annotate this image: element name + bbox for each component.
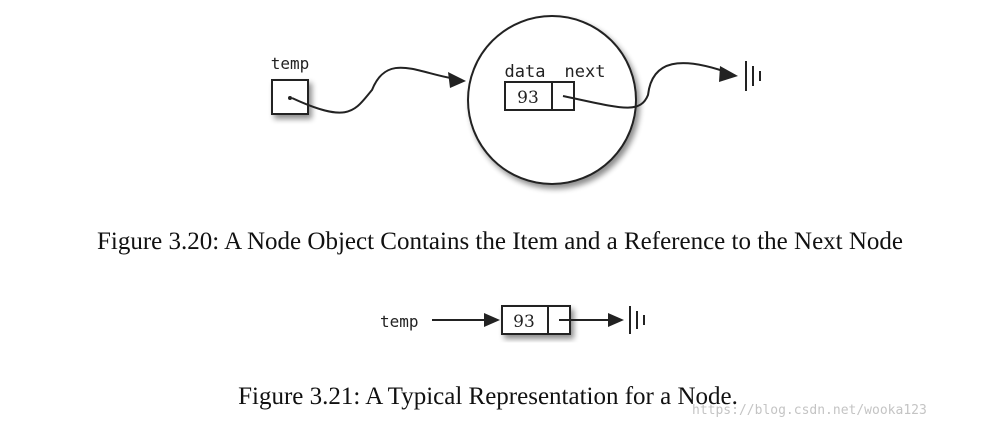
temp-to-node-arrow bbox=[291, 66, 463, 114]
temp-label: temp bbox=[380, 312, 419, 331]
figure-3-21: temp 93 bbox=[380, 305, 645, 335]
arrowhead bbox=[719, 66, 738, 82]
temp-reference-dot bbox=[288, 96, 292, 100]
arrowhead bbox=[448, 72, 466, 88]
null-ground-icon bbox=[745, 61, 761, 91]
next-field-label: next bbox=[565, 62, 606, 82]
next-reference-arrow bbox=[562, 62, 733, 109]
figure-3-20: temp data next 93 bbox=[271, 15, 761, 185]
figure-3-20-caption: Figure 3.20: A Node Object Contains the … bbox=[96, 228, 904, 255]
arrowhead bbox=[608, 313, 624, 327]
node-value: 93 bbox=[513, 312, 535, 332]
watermark: https://blog.csdn.net/wooka123 bbox=[692, 403, 927, 418]
temp-reference-box bbox=[271, 79, 309, 115]
data-field-box bbox=[504, 81, 553, 111]
temp-label: temp bbox=[271, 54, 310, 73]
figure-3-21-caption: Figure 3.21: A Typical Representation fo… bbox=[238, 383, 738, 410]
arrowhead bbox=[484, 313, 500, 327]
data-field-label: data bbox=[505, 62, 546, 82]
null-ground-icon bbox=[629, 306, 645, 334]
node-value: 93 bbox=[517, 88, 539, 108]
